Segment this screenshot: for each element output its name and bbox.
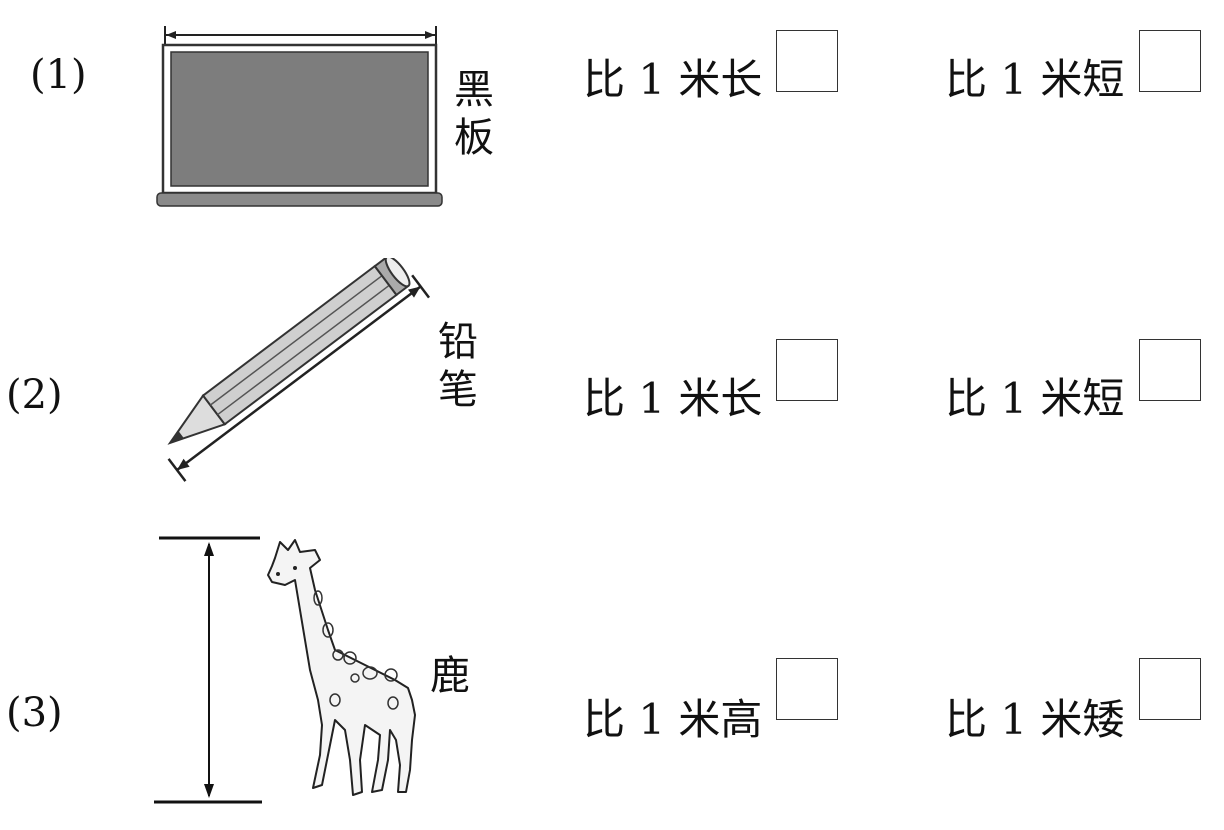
object-label-char: 黑 [454,67,494,113]
answer-box-longer[interactable] [776,30,838,92]
answer-box-longer[interactable] [776,339,838,401]
option-taller-label: 比 1 米高 [583,695,763,744]
blackboard-illustration [156,26,443,207]
object-label-char: 笔 [438,367,478,413]
answer-box-shorter[interactable] [1139,30,1201,92]
answer-box-shorter[interactable] [1139,339,1201,401]
question-number: (2) [6,372,63,418]
object-label-char: 铅 [438,319,478,365]
question-number: (3) [6,690,63,736]
giraffe-illustration [154,536,416,804]
question-number: (1) [30,52,87,98]
option-shorter-label: 比 1 米矮 [945,695,1125,744]
object-label-char: 鹿 [430,653,470,699]
option-shorter-label: 比 1 米短 [945,374,1125,423]
answer-box-shorter[interactable] [1139,658,1201,720]
object-label-char: 板 [454,115,494,161]
pencil-illustration [167,258,431,482]
option-longer-label: 比 1 米长 [583,55,763,104]
answer-box-taller[interactable] [776,658,838,720]
option-shorter-label: 比 1 米短 [945,55,1125,104]
option-longer-label: 比 1 米长 [583,374,763,423]
